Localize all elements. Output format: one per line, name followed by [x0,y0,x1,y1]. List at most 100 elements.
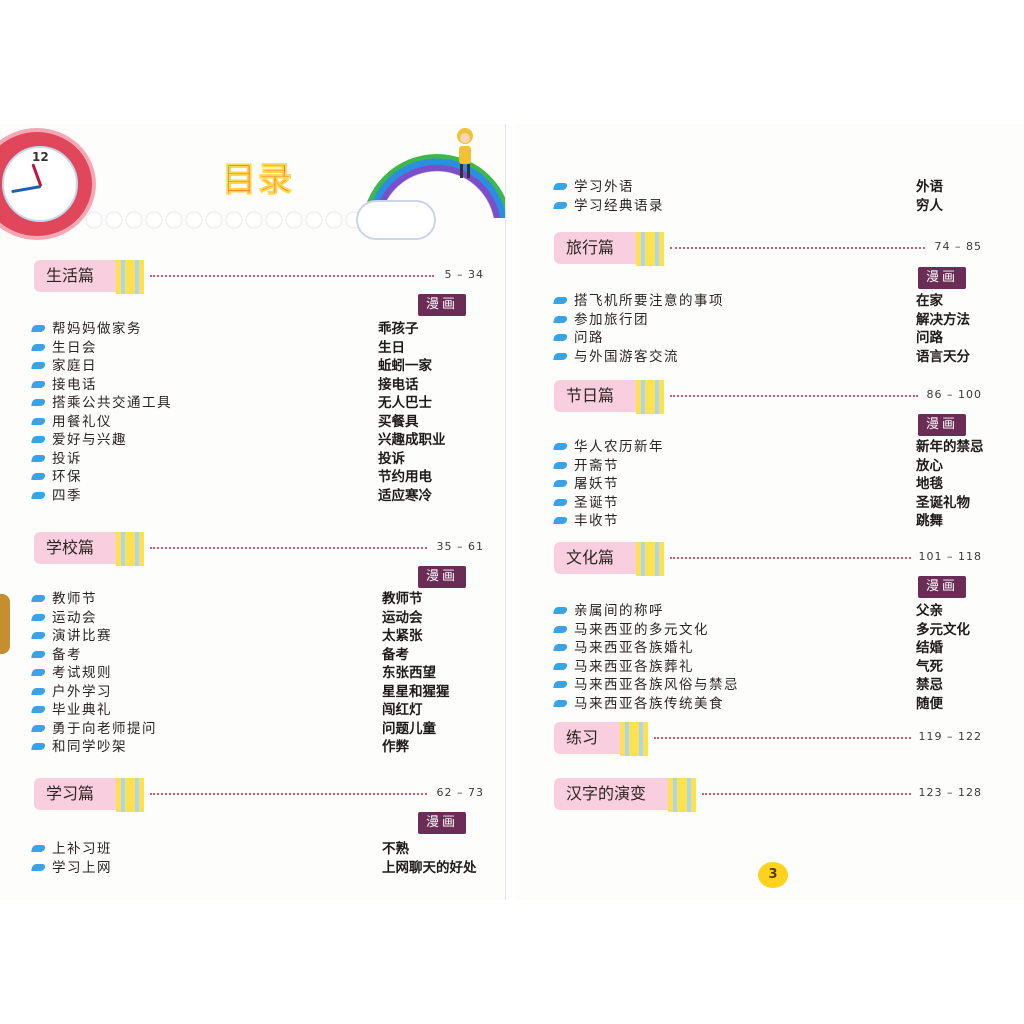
list-item[interactable]: 与外国游客交流 语言天分 [553,348,1014,367]
item-title[interactable]: 接电话 [52,376,97,393]
item-comic-title[interactable]: 禁忌 [916,677,943,693]
item-title[interactable]: 马来西亚各族风俗与禁忌 [574,677,739,693]
item-title[interactable]: 和同学吵架 [52,739,127,755]
item-comic-title[interactable]: 蚯蚓一家 [378,358,432,374]
item-comic-title[interactable]: 接电话 [378,376,419,393]
item-comic-title[interactable]: 随便 [916,695,943,712]
list-item[interactable]: 华人农历新年新年的禁忌 [553,438,1014,457]
list-item[interactable]: 马来西亚各族葬礼 气死 [553,658,1014,677]
list-item[interactable]: 运动会 运动会 [31,609,492,628]
item-comic-title[interactable]: 多元文化 [916,621,970,638]
list-item[interactable]: 学习外语外语 [553,178,1014,197]
item-title[interactable]: 学习上网 [52,859,112,876]
item-title[interactable]: 马来西亚各族葬礼 [574,658,694,675]
item-comic-title[interactable]: 东张西望 [382,665,436,681]
item-comic-title[interactable]: 教师节 [382,591,423,607]
item-title[interactable]: 搭飞机所要注意的事项 [574,293,724,309]
list-item[interactable]: 毕业典礼 闯红灯 [31,701,492,720]
list-item[interactable]: 演讲比赛太紧张 [31,627,492,646]
list-item[interactable]: 参加旅行团解决方法 [553,311,1014,330]
item-comic-title[interactable]: 作弊 [382,739,409,755]
item-title[interactable]: 考试规则 [52,665,112,681]
list-item[interactable]: 生日会生日 [31,339,492,358]
section-title[interactable]: 生活篇 [34,260,125,292]
item-title[interactable]: 运动会 [52,609,97,626]
list-item[interactable]: 帮妈妈做家务乖孩子 [31,320,492,339]
item-title[interactable]: 马来西亚的多元文化 [574,621,709,638]
item-title[interactable]: 毕业典礼 [52,702,112,718]
item-comic-title[interactable]: 父亲 [916,603,943,619]
item-title[interactable]: 马来西亚各族婚礼 [574,640,694,656]
section-title[interactable]: 汉字的演变 [554,778,677,810]
list-item[interactable]: 亲属间的称呼 父亲 [553,602,1014,621]
item-title[interactable]: 学习外语 [574,179,634,195]
item-comic-title[interactable]: 跳舞 [916,513,943,529]
list-item[interactable]: 和同学吵架 作弊 [31,738,492,757]
item-title[interactable]: 华人农历新年 [574,439,664,455]
list-item[interactable]: 四季适应寒冷 [31,487,492,506]
list-item[interactable]: 学习上网上网聊天的好处 [31,859,492,878]
item-title[interactable]: 亲属间的称呼 [574,603,664,619]
list-item[interactable]: 学习经典语录 穷人 [553,197,1014,216]
list-item[interactable]: 搭飞机所要注意的事项 在家 [553,292,1014,311]
list-item[interactable]: 马来西亚各族传统美食 随便 [553,695,1014,714]
list-item[interactable]: 马来西亚各族婚礼 结婚 [553,639,1014,658]
item-comic-title[interactable]: 买餐具 [378,413,419,430]
list-item[interactable]: 爱好与兴趣兴趣成职业 [31,431,492,450]
item-comic-title[interactable]: 穷人 [916,197,943,214]
item-title[interactable]: 教师节 [52,591,97,607]
item-title[interactable]: 户外学习 [52,683,112,700]
list-item[interactable]: 问路问路 [553,329,1014,348]
item-comic-title[interactable]: 气死 [916,658,943,675]
section-title[interactable]: 文化篇 [554,542,645,574]
item-comic-title[interactable]: 语言天分 [916,348,970,365]
item-comic-title[interactable]: 问路 [916,330,943,346]
list-item[interactable]: 教师节 教师节 [31,590,492,609]
item-comic-title[interactable]: 乖孩子 [378,321,419,337]
item-title[interactable]: 与外国游客交流 [574,348,679,365]
item-title[interactable]: 马来西亚各族传统美食 [574,695,724,712]
list-item[interactable]: 用餐礼仪 买餐具 [31,413,492,432]
item-title[interactable]: 搭乘公共交通工具 [52,395,172,411]
section-title[interactable]: 学校篇 [34,532,125,564]
section-title[interactable]: 节日篇 [554,380,645,412]
list-item[interactable]: 考试规则 东张西望 [31,664,492,683]
item-title[interactable]: 环保 [52,469,82,485]
list-item[interactable]: 丰收节 跳舞 [553,512,1014,531]
list-item[interactable]: 备考备考 [31,646,492,665]
list-item[interactable]: 投诉 投诉 [31,450,492,469]
list-item[interactable]: 上补习班不熟 [31,840,492,859]
list-item[interactable]: 户外学习星星和猩猩 [31,683,492,702]
item-title[interactable]: 学习经典语录 [574,197,664,214]
list-item[interactable]: 搭乘公共交通工具无人巴士 [31,394,492,413]
item-comic-title[interactable]: 投诉 [378,450,405,467]
item-comic-title[interactable]: 圣诞礼物 [916,494,970,511]
section-title[interactable]: 旅行篇 [554,232,645,264]
item-title[interactable]: 屠妖节 [574,476,619,492]
item-title[interactable]: 投诉 [52,450,82,467]
list-item[interactable]: 家庭日 蚯蚓一家 [31,357,492,376]
section-title[interactable]: 练习 [554,722,629,754]
item-title[interactable]: 丰收节 [574,513,619,529]
item-comic-title[interactable]: 兴趣成职业 [378,432,446,448]
item-comic-title[interactable]: 地毯 [916,476,943,492]
item-comic-title[interactable]: 闯红灯 [382,702,423,718]
item-title[interactable]: 圣诞节 [574,494,619,511]
item-comic-title[interactable]: 运动会 [382,609,423,626]
list-item[interactable]: 圣诞节 圣诞礼物 [553,494,1014,513]
list-item[interactable]: 勇于向老师提问问题儿童 [31,720,492,739]
item-title[interactable]: 上补习班 [52,841,112,857]
item-comic-title[interactable]: 在家 [916,293,943,309]
item-comic-title[interactable]: 放心 [916,457,943,474]
item-title[interactable]: 勇于向老师提问 [52,720,157,737]
item-title[interactable]: 用餐礼仪 [52,413,112,430]
item-title[interactable]: 家庭日 [52,358,97,374]
item-comic-title[interactable]: 解决方法 [916,311,970,328]
item-comic-title[interactable]: 结婚 [916,640,943,656]
